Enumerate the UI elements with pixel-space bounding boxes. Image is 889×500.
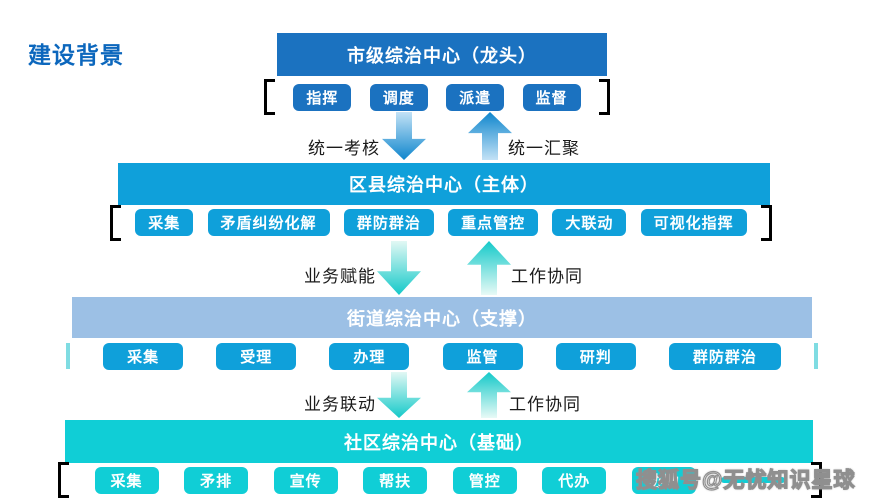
left-bracket bbox=[66, 343, 70, 369]
down-arrow-icon bbox=[377, 241, 421, 295]
function-chip: 重点管控 bbox=[448, 209, 539, 236]
watermark: 搜狐号@无忧知识星球 bbox=[635, 468, 856, 492]
right-bracket bbox=[811, 462, 822, 498]
level-community-header: 社区综治中心（基础） bbox=[65, 420, 813, 463]
function-chip: 矛盾纠纷化解 bbox=[207, 209, 330, 236]
function-chip: 调度 bbox=[369, 83, 428, 111]
function-chip: 大联动 bbox=[552, 209, 627, 236]
function-chip: 代办 bbox=[542, 466, 607, 494]
left-bracket bbox=[264, 79, 275, 115]
up-arrow-icon bbox=[468, 112, 512, 160]
function-chip: 群防群治 bbox=[668, 342, 781, 370]
left-bracket bbox=[110, 204, 121, 241]
function-chip: 监督 bbox=[522, 83, 581, 111]
function-chip: 采集 bbox=[103, 342, 184, 370]
level-street-functions: 采集 受理 办理 监管 研判 群防群治 bbox=[66, 342, 818, 370]
function-chip: 采集 bbox=[135, 209, 194, 236]
level-city-functions: 指挥调度派遣监督 bbox=[264, 79, 610, 115]
level-district-header: 区县综治中心（主体） bbox=[118, 163, 770, 205]
function-chip: 帮扶 bbox=[363, 466, 428, 494]
level-community-functions: 采集矛排宣传帮扶管控代办协助 bbox=[58, 462, 822, 498]
function-chip: 协助 bbox=[631, 466, 696, 494]
right-bracket bbox=[814, 343, 818, 369]
function-chip: 监管 bbox=[442, 342, 523, 370]
down-arrow-icon bbox=[377, 372, 421, 418]
connector-up-label: 工作协同 bbox=[509, 395, 581, 414]
function-chip: 采集 bbox=[94, 466, 159, 494]
function-chip: 群防群治 bbox=[343, 209, 434, 236]
function-chip: 指挥 bbox=[293, 83, 352, 111]
connector-down-label: 统一考核 bbox=[308, 139, 380, 158]
up-arrow-icon bbox=[467, 241, 511, 295]
level-street-header: 街道综治中心（支撑） bbox=[72, 297, 812, 338]
function-chip: 派遣 bbox=[446, 83, 505, 111]
function-chip bbox=[721, 477, 786, 483]
connector-down-label: 业务赋能 bbox=[304, 267, 376, 286]
down-arrow-icon bbox=[382, 112, 426, 160]
level-city-header: 市级综治中心（龙头） bbox=[277, 33, 607, 76]
connector-up-label: 统一汇聚 bbox=[508, 139, 580, 158]
function-chip: 管控 bbox=[452, 466, 517, 494]
function-chip: 研判 bbox=[555, 342, 636, 370]
function-chip: 可视化指挥 bbox=[640, 209, 747, 236]
function-chip: 矛排 bbox=[184, 466, 249, 494]
function-chip: 宣传 bbox=[273, 466, 338, 494]
connector-up-label: 工作协同 bbox=[511, 267, 583, 286]
right-bracket bbox=[761, 204, 772, 241]
right-bracket bbox=[599, 79, 610, 115]
level-district-functions: 采集矛盾纠纷化解群防群治重点管控大联动可视化指挥 bbox=[110, 204, 772, 241]
function-chip: 受理 bbox=[216, 342, 297, 370]
page-title: 建设背景 bbox=[28, 42, 124, 68]
left-bracket bbox=[58, 462, 69, 498]
function-chip: 办理 bbox=[329, 342, 410, 370]
connector-down-label: 业务联动 bbox=[304, 395, 376, 414]
up-arrow-icon bbox=[467, 372, 511, 418]
